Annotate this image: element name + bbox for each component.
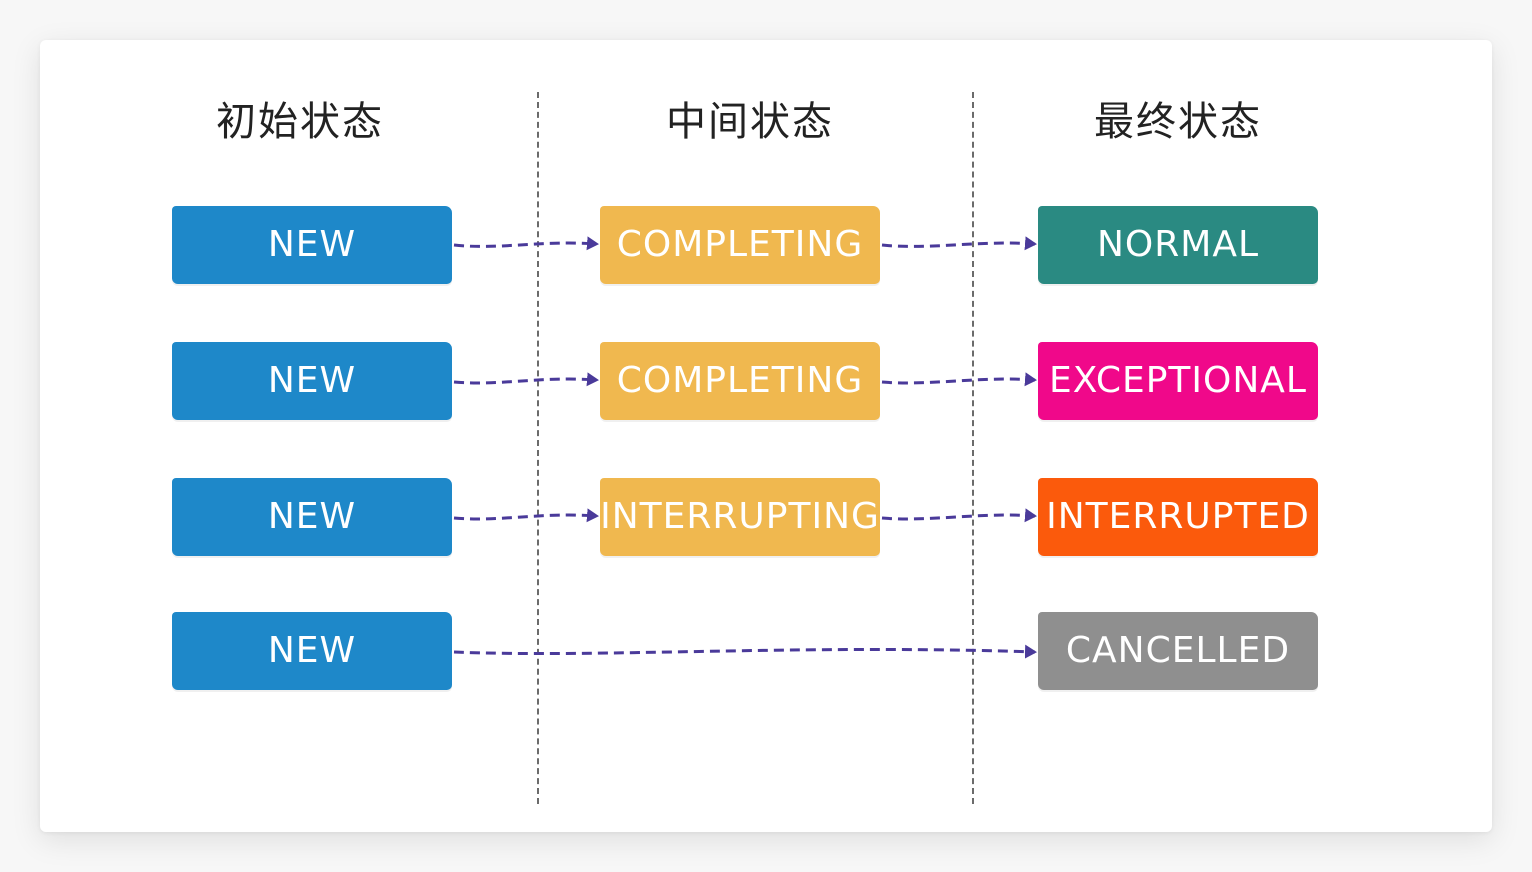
header-initial-state: 初始状态 bbox=[216, 99, 384, 145]
column-divider-left bbox=[537, 92, 539, 804]
state-box-new: NEW bbox=[172, 206, 452, 284]
state-box-interrupting: INTERRUPTING bbox=[600, 478, 880, 556]
state-box-new: NEW bbox=[172, 478, 452, 556]
state-box-completing: COMPLETING bbox=[600, 342, 880, 420]
state-box-interrupted: INTERRUPTED bbox=[1038, 478, 1318, 556]
state-box-exceptional: EXCEPTIONAL bbox=[1038, 342, 1318, 420]
state-box-cancelled: CANCELLED bbox=[1038, 612, 1318, 690]
column-divider-right bbox=[972, 92, 974, 804]
diagram-card bbox=[40, 40, 1492, 832]
header-final-state: 最终状态 bbox=[1094, 99, 1262, 145]
header-intermediate-state: 中间状态 bbox=[666, 99, 834, 145]
state-box-normal: NORMAL bbox=[1038, 206, 1318, 284]
state-box-new: NEW bbox=[172, 612, 452, 690]
state-box-completing: COMPLETING bbox=[600, 206, 880, 284]
state-box-new: NEW bbox=[172, 342, 452, 420]
